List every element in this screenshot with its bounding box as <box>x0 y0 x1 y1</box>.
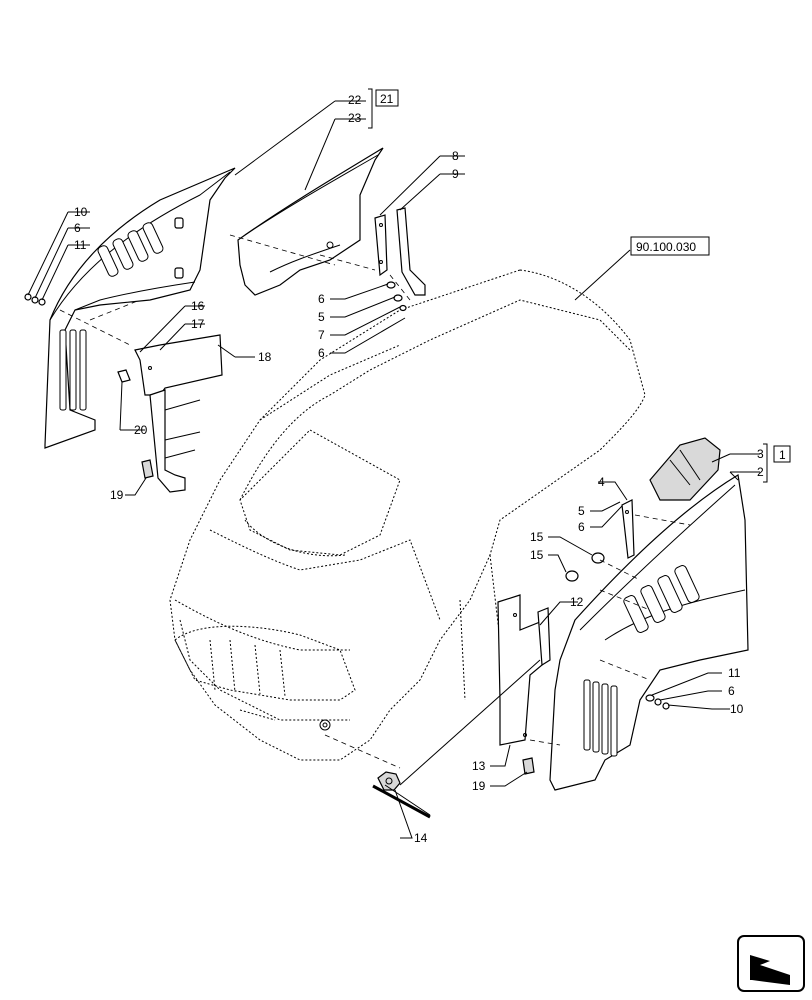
callout-23: 23 <box>348 111 362 125</box>
clip-20 <box>117 369 131 383</box>
dashed-assembly-lines <box>59 234 691 769</box>
right-side-panel <box>549 474 749 791</box>
bracket-4 <box>621 499 635 559</box>
callout-3: 3 <box>757 447 764 461</box>
callout-6-right: 6 <box>728 684 735 698</box>
callout-5-a: 5 <box>318 310 325 324</box>
clip-19-right <box>522 757 535 775</box>
callout-6-a: 6 <box>318 292 325 306</box>
callout-11-right: 11 <box>728 666 741 680</box>
clips-15 <box>565 552 605 582</box>
bracket-12-13 <box>497 594 551 746</box>
callout-22: 22 <box>348 93 362 107</box>
left-panel-vents-top <box>97 222 164 277</box>
fasteners-right <box>645 694 670 710</box>
callout-13: 13 <box>472 759 486 773</box>
hood-outline <box>169 269 646 761</box>
callout-21-box: 21 <box>375 89 399 107</box>
callout-labels: 22 23 21 8 9 10 6 11 6 5 7 6 16 17 18 20… <box>74 89 791 845</box>
bracket-8-9 <box>374 207 426 296</box>
callout-7: 7 <box>318 328 325 342</box>
callout-5-b: 5 <box>578 504 585 518</box>
callout-9: 9 <box>452 167 459 181</box>
reference-box[interactable]: 90.100.030 <box>630 236 710 256</box>
fasteners-near-bracket <box>386 281 407 312</box>
right-cover-3 <box>649 437 721 501</box>
leader-lines <box>27 88 768 839</box>
callout-15-a: 15 <box>530 530 544 544</box>
callout-15-b: 15 <box>530 548 544 562</box>
right-panel-vents-side <box>583 679 618 757</box>
callout-12: 12 <box>570 595 584 609</box>
nut-14 <box>377 771 401 791</box>
callout-21: 21 <box>380 92 394 106</box>
left-side-panel <box>44 167 236 449</box>
callout-20: 20 <box>134 423 148 437</box>
front-grille <box>174 625 356 731</box>
right-panel-vents-top <box>623 565 700 633</box>
callout-2: 2 <box>757 465 764 479</box>
callout-14: 14 <box>414 831 428 845</box>
callout-10-right: 10 <box>730 702 744 716</box>
reference-label: 90.100.030 <box>636 240 696 254</box>
callout-10-left: 10 <box>74 205 88 219</box>
callout-1-box: 1 <box>773 445 791 463</box>
callout-6-b: 6 <box>318 346 325 360</box>
callout-19-left: 19 <box>110 488 124 502</box>
bracket-16-18 <box>134 334 223 493</box>
callout-16: 16 <box>191 299 205 313</box>
left-panel-vents-side <box>59 329 87 411</box>
callout-4: 4 <box>598 475 605 489</box>
inner-panel <box>237 147 384 296</box>
callout-19-right: 19 <box>472 779 486 793</box>
callout-6-left: 6 <box>74 221 81 235</box>
roof-hatch <box>239 429 401 557</box>
callout-1: 1 <box>779 448 786 462</box>
callout-6-c: 6 <box>578 520 585 534</box>
callout-8: 8 <box>452 149 459 163</box>
clip-19-left <box>141 459 154 479</box>
callout-18: 18 <box>258 350 272 364</box>
arrow-icon[interactable] <box>737 935 805 992</box>
callout-17: 17 <box>191 317 205 331</box>
callout-11-left: 11 <box>74 238 87 252</box>
